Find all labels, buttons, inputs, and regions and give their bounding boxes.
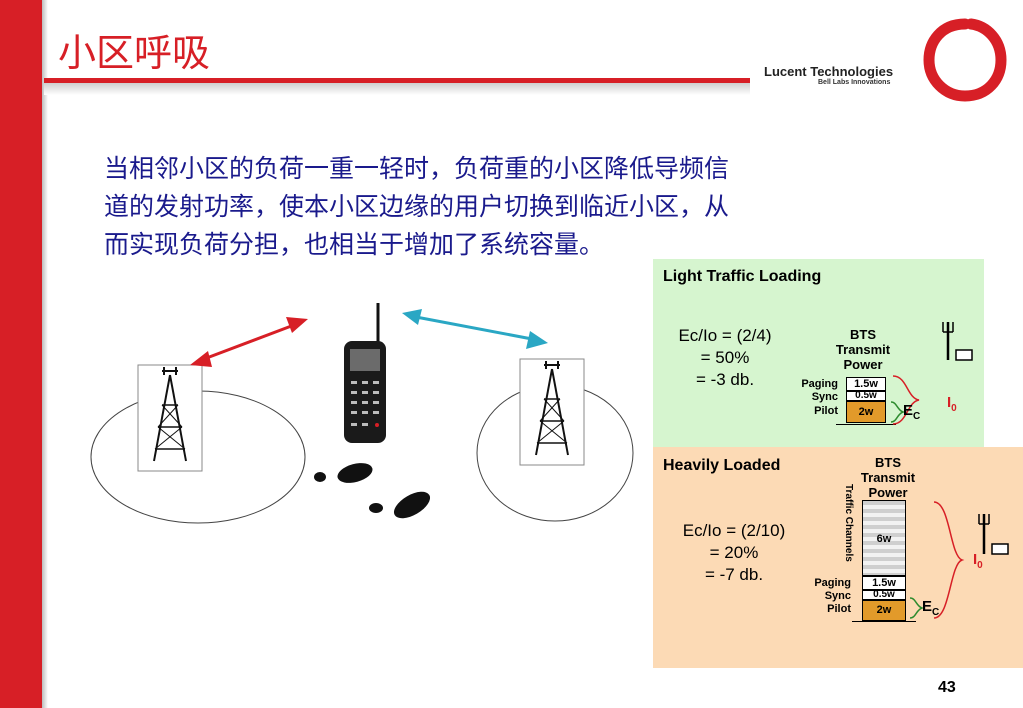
light-pilot-label: Pilot	[814, 405, 838, 417]
heavy-panel-title: Heavily Loaded	[663, 457, 781, 474]
io-symbol: I	[947, 394, 952, 411]
light-sync-cell: 0.5w	[846, 391, 886, 401]
mobile-phone-icon	[344, 303, 386, 443]
right-tower-icon	[519, 358, 585, 466]
light-braces-icon	[890, 375, 920, 425]
title-underline-shadow	[44, 83, 750, 95]
bts-heading-line: Power	[843, 357, 883, 372]
bts-heading-line: BTS	[850, 327, 876, 342]
light-bar-baseline	[836, 424, 896, 425]
teal-double-arrow-icon	[402, 309, 548, 349]
light-calc-line: = -3 db.	[695, 370, 755, 389]
cell-breathing-illustration	[90, 303, 634, 524]
lucent-logo-text: Lucent Technologies Bell Labs Innovation…	[764, 64, 914, 86]
heavy-traffic-panel	[653, 447, 1023, 668]
page-number: 43	[938, 679, 956, 696]
heavy-pilot-label: Pilot	[827, 603, 851, 615]
light-calc-line: = 50%	[700, 348, 750, 367]
heavy-calc-line: Ec/Io = (2/10)	[682, 521, 786, 540]
io-subscript: 0	[951, 403, 957, 414]
heavy-io-label: I0	[973, 551, 983, 571]
heavy-antenna-icon	[978, 514, 1009, 555]
heavy-pilot-cell: 2w	[862, 600, 906, 621]
heavy-traffic-cell: 6w	[862, 500, 906, 576]
body-line: 当相邻小区的负荷一重一轻时，负荷重的小区降低导频信	[104, 154, 730, 183]
io-symbol: I	[973, 551, 978, 568]
bts-heading-line: Transmit	[835, 342, 891, 357]
light-calc-line: Ec/Io = (2/4)	[678, 326, 772, 345]
light-io-label: I0	[947, 394, 957, 414]
logo-tagline: Bell Labs Innovations	[818, 79, 891, 86]
heavy-calc: Ec/Io = (2/10) = 20% = -7 db.	[664, 520, 804, 586]
slide-title: 小区呼吸	[58, 31, 211, 75]
heavy-calc-line: = 20%	[709, 543, 759, 562]
heavy-paging-label: Paging	[814, 577, 851, 589]
light-traffic-panel	[653, 259, 984, 447]
stripe-shadow	[42, 0, 48, 708]
light-panel-title: Light Traffic Loading	[663, 268, 822, 285]
traffic-channels-label: Traffic Channels	[843, 484, 854, 562]
heavy-braces-icon	[909, 501, 965, 619]
bts-heading-line: Transmit	[860, 470, 916, 485]
heavy-bar-baseline	[852, 621, 916, 622]
ec-symbol: E	[922, 598, 933, 615]
body-paragraph: 当相邻小区的负荷一重一轻时，负荷重的小区降低导频信 道的发射功率，使本小区边缘的…	[104, 150, 904, 264]
light-pilot-cell: 2w	[846, 401, 886, 423]
light-calc: Ec/Io = (2/4) = 50% = -3 db.	[660, 325, 790, 391]
left-red-stripe	[0, 0, 42, 708]
bts-heading-line: Power	[868, 485, 908, 500]
heavy-paging-cell: 1.5w	[862, 576, 906, 590]
light-antenna-icon	[942, 322, 973, 361]
heavy-sync-cell: 0.5w	[862, 590, 906, 600]
bts-heading-line: BTS	[875, 455, 901, 470]
heavy-sync-label: Sync	[824, 590, 851, 602]
ec-subscript: C	[913, 411, 921, 422]
body-line: 道的发射功率，使本小区边缘的用户切换到临近小区，从	[104, 192, 730, 221]
light-paging-cell: 1.5w	[846, 377, 886, 391]
heavy-bts-heading: BTS Transmit Power	[843, 455, 933, 500]
left-tower-icon	[137, 364, 203, 472]
footprints-icon	[314, 463, 431, 519]
light-bts-heading: BTS Transmit Power	[818, 327, 908, 372]
ec-symbol: E	[903, 402, 914, 419]
heavy-ec-label: EC	[922, 598, 939, 618]
io-subscript: 0	[977, 560, 983, 571]
heavy-calc-line: = -7 db.	[704, 565, 764, 584]
lucent-ring-icon	[923, 18, 1007, 102]
light-sync-label: Sync	[811, 391, 838, 403]
light-paging-label: Paging	[801, 378, 838, 390]
logo-name: Lucent Technologies	[764, 64, 894, 79]
ec-subscript: C	[932, 607, 940, 618]
red-double-arrow-icon	[190, 317, 308, 367]
light-ec-label: EC	[903, 402, 920, 422]
body-line: 而实现负荷分担，也相当于增加了系统容量。	[104, 230, 605, 259]
title-underline	[44, 78, 750, 83]
